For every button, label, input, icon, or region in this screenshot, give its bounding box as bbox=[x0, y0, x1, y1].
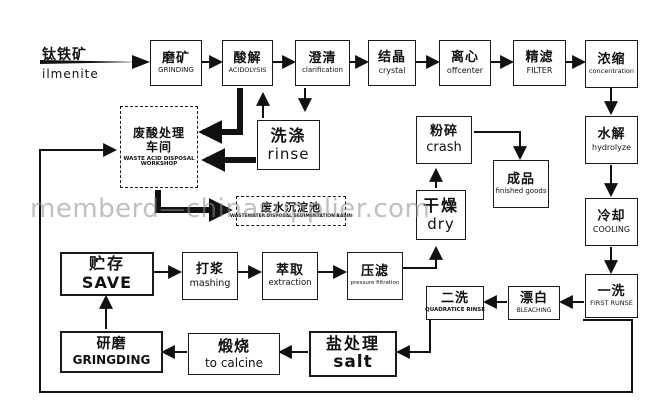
arrow-crash-product bbox=[474, 131, 527, 161]
step-waste-acid-workshop-zh: 废酸处理车间 bbox=[132, 125, 185, 155]
step-crash: 粉碎 crash bbox=[416, 116, 472, 164]
arrow-acidolysis-wasteacid bbox=[198, 88, 243, 144]
step-hydrolyze-zh: 水解 bbox=[597, 126, 626, 142]
arrow-secondrinse-salt bbox=[395, 318, 431, 359]
step-calcine-zh: 煅烧 bbox=[217, 336, 250, 355]
step-first-rinse: 一洗 FIRST RUNSE bbox=[585, 274, 638, 318]
step-bleaching-en: BLEACHING bbox=[516, 306, 552, 314]
step-concentration-zh: 浓缩 bbox=[597, 51, 626, 67]
step-sedimentation-basin-zh: 废水沉淀池 bbox=[261, 200, 321, 214]
step-first-rinse-zh: 一洗 bbox=[597, 283, 626, 299]
step-concentration-en: concentration bbox=[588, 67, 635, 76]
step-offcenter-zh: 离心 bbox=[450, 49, 479, 65]
step-waste-acid-workshop-en: WASTE ACID DISPOSAL WORKSHOP bbox=[123, 155, 195, 168]
arrow-pressure-dry bbox=[402, 245, 443, 269]
step-waste-acid-workshop: 废酸处理车间 WASTE ACID DISPOSAL WORKSHOP bbox=[120, 106, 198, 188]
step-crystal: 结晶 crystal bbox=[368, 40, 416, 86]
step-grinding-en: GRINDING bbox=[158, 66, 194, 75]
step-mashing-en: mashing bbox=[189, 277, 231, 289]
step-salt-en: salt bbox=[333, 352, 373, 373]
step-hydrolyze-en: hydrolyze bbox=[592, 142, 631, 152]
source-label-en: ilmenite bbox=[42, 67, 99, 81]
step-rinse-en: rinse bbox=[267, 144, 310, 163]
step-cooling-en: COOLING bbox=[592, 224, 631, 234]
step-extraction-en: extraction bbox=[268, 278, 312, 289]
source-arrow bbox=[40, 60, 140, 64]
step-save: 贮存 SAVE bbox=[60, 252, 154, 296]
arrow-wasteacid-sedimentation bbox=[155, 190, 233, 222]
step-dry: 干燥 dry bbox=[416, 190, 466, 240]
step-grinding-zh: 磨矿 bbox=[161, 50, 190, 66]
step-acidolysis-en: ACIDOLYSIS bbox=[228, 66, 267, 75]
step-clarification-en: clarification bbox=[302, 66, 343, 75]
step-gringding-en: GRINGDING bbox=[72, 353, 151, 368]
step-cooling: 冷却 COOLING bbox=[585, 198, 638, 246]
step-second-rinse-en: QUADRATICE RINSE bbox=[425, 306, 485, 313]
step-gringding-zh: 研磨 bbox=[96, 336, 127, 353]
step-concentration: 浓缩 concentration bbox=[585, 40, 638, 88]
step-mashing-zh: 打浆 bbox=[195, 262, 224, 278]
step-extraction-zh: 萃取 bbox=[275, 262, 304, 278]
step-sedimentation-basin-en: WASTEWATER DISPOSAL SEDIMENTATION BASIN bbox=[229, 214, 353, 220]
source-arrow-head bbox=[132, 55, 150, 69]
step-crystal-zh: 结晶 bbox=[377, 49, 406, 65]
step-calcine: 煅烧 to calcine bbox=[188, 333, 280, 375]
step-extraction: 萃取 extraction bbox=[262, 252, 318, 300]
step-dry-en: dry bbox=[427, 214, 455, 233]
step-clarification: 澄清 clarification bbox=[295, 40, 350, 86]
step-filter-zh: 精滤 bbox=[525, 49, 554, 65]
step-salt-zh: 盐处理 bbox=[325, 333, 380, 353]
step-mashing: 打浆 mashing bbox=[182, 252, 238, 300]
step-pressure-filtration-zh: 压滤 bbox=[360, 264, 389, 280]
step-finished-product: 成品 finished goods bbox=[493, 160, 549, 208]
step-second-rinse-zh: 二洗 bbox=[440, 291, 469, 307]
step-cooling-zh: 冷却 bbox=[597, 208, 626, 224]
arrow-return-loop bbox=[39, 143, 633, 393]
step-acidolysis-zh: 酸解 bbox=[233, 50, 262, 66]
step-rinse: 洗涤 rinse bbox=[257, 120, 320, 170]
step-finished-product-en: finished goods bbox=[495, 187, 547, 196]
step-grinding: 磨矿 GRINDING bbox=[150, 40, 202, 86]
source-label-zh: 钛铁矿 bbox=[42, 47, 87, 63]
step-hydrolyze: 水解 hydrolyze bbox=[585, 116, 638, 164]
step-finished-product-zh: 成品 bbox=[506, 171, 535, 187]
step-crystal-en: crystal bbox=[378, 65, 406, 75]
step-offcenter-en: offcenter bbox=[446, 65, 484, 75]
step-dry-zh: 干燥 bbox=[422, 195, 459, 215]
step-filter-en: FILTER bbox=[526, 65, 553, 75]
step-sedimentation-basin: 废水沉淀池 WASTEWATER DISPOSAL SEDIMENTATION … bbox=[230, 196, 352, 226]
step-salt: 盐处理 salt bbox=[309, 331, 397, 377]
step-crash-en: crash bbox=[426, 140, 462, 155]
step-pressure-filtration: 压滤 pressure filtration bbox=[347, 252, 403, 300]
step-rinse-zh: 洗涤 bbox=[270, 125, 307, 145]
step-save-zh: 贮存 bbox=[88, 254, 125, 274]
step-filter: 精滤 FILTER bbox=[513, 40, 566, 86]
step-clarification-zh: 澄清 bbox=[308, 50, 337, 66]
step-save-en: SAVE bbox=[81, 273, 133, 292]
step-offcenter: 离心 offcenter bbox=[439, 40, 491, 86]
step-calcine-en: to calcine bbox=[204, 355, 264, 370]
step-crash-zh: 粉碎 bbox=[429, 124, 458, 140]
step-bleaching-zh: 漂白 bbox=[519, 291, 548, 307]
step-acidolysis: 酸解 ACIDOLYSIS bbox=[222, 40, 273, 86]
step-first-rinse-en: FIRST RUNSE bbox=[590, 299, 633, 308]
step-gringding: 研磨 GRINGDING bbox=[60, 331, 163, 373]
step-pressure-filtration-en: pressure filtration bbox=[350, 279, 400, 286]
step-bleaching: 漂白 BLEACHING bbox=[508, 286, 560, 320]
step-second-rinse: 二洗 QUADRATICE RINSE bbox=[425, 286, 485, 320]
